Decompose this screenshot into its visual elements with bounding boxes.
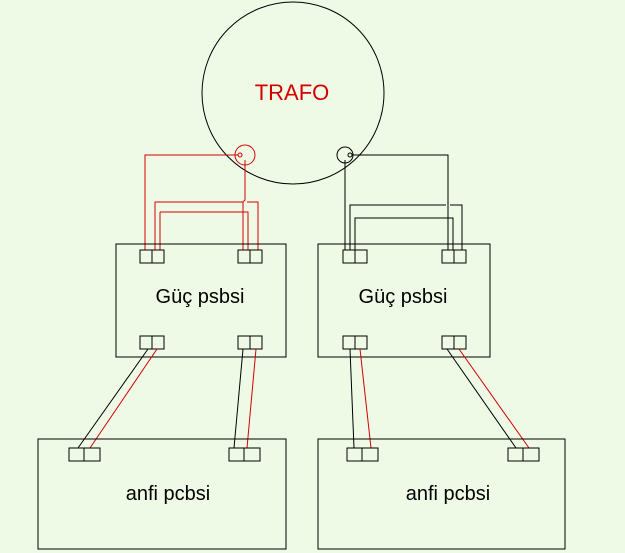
amp-board-right: anfi pcbsi: [317, 438, 566, 550]
transformer: TRAFO: [201, 1, 385, 185]
power-board-right: Güç psbsi: [317, 243, 491, 358]
amp-board-left-label: anfi pcbsi: [126, 483, 211, 505]
left-transformer-wires: [144, 154, 259, 250]
power-board-left: Güç psbsi: [115, 243, 287, 358]
power-board-right-label: Güç psbsi: [359, 286, 448, 308]
power-to-amp-wires: [77, 348, 530, 449]
power-board-left-label: Güç psbsi: [156, 286, 245, 308]
transformer-label: TRAFO: [255, 80, 330, 105]
transformer-circle: [201, 1, 385, 185]
amp-board-left: anfi pcbsi: [37, 438, 287, 550]
amp-board-right-label: anfi pcbsi: [406, 483, 491, 505]
right-transformer-wires: [344, 154, 463, 250]
